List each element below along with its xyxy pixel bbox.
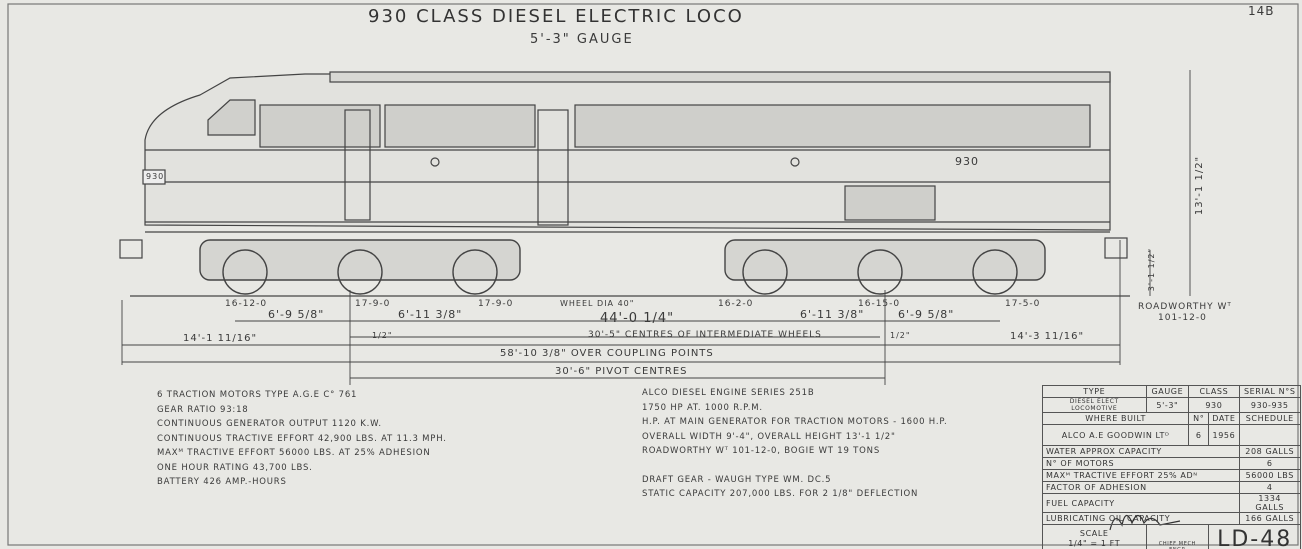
row-value: 4 bbox=[1238, 481, 1301, 494]
header-no: N° bbox=[1188, 412, 1210, 425]
sheet-number: 14B bbox=[1248, 4, 1275, 18]
no-value: 6 bbox=[1188, 424, 1210, 446]
pivot-centres: 30'-6" PIVOT CENTRES bbox=[555, 366, 688, 377]
scale-value: 1/4" = 1 FT bbox=[1068, 539, 1121, 548]
axle-load-5: 16-15-0 bbox=[858, 299, 901, 309]
axle-load-3: 17-9-0 bbox=[478, 299, 514, 309]
spec-line: OVERALL WIDTH 9'-4", OVERALL HEIGHT 13'-… bbox=[642, 431, 896, 442]
spec-line: CONTINUOUS TRACTIVE EFFORT 42,900 LBS. A… bbox=[157, 433, 447, 444]
roadworthy-label: ROADWORTHY Wᵀ bbox=[1138, 302, 1232, 312]
spec-line: DRAFT GEAR - WAUGH TYPE WM. DC.5 bbox=[642, 474, 832, 485]
date-value: 1956 bbox=[1208, 424, 1240, 446]
builder-value: ALCO A.E GOODWIN LTᴰ bbox=[1041, 424, 1190, 446]
engine-specs: ALCO DIESEL ENGINE SERIES 251B 1750 HP A… bbox=[642, 386, 947, 502]
drawing-number: LD-48 bbox=[1208, 524, 1301, 549]
left-overhang: 14'-1 11/16" bbox=[183, 333, 258, 344]
spec-line: 1750 HP AT. 1000 R.P.M. bbox=[642, 402, 763, 413]
header-gauge: GAUGE bbox=[1145, 385, 1190, 398]
over-couplings: 58'-10 3/8" OVER COUPLING POINTS bbox=[500, 348, 714, 359]
roadworthy-value: 101-12-0 bbox=[1158, 313, 1207, 323]
header-class: CLASS bbox=[1188, 385, 1240, 398]
serial-value: 930-935 bbox=[1238, 397, 1301, 413]
spec-line: ROADWORTHY Wᵀ 101-12-0, BOGIE WT 19 TONS bbox=[642, 446, 881, 456]
locomotive-body bbox=[142, 71, 1111, 233]
header-type: TYPE bbox=[1042, 385, 1147, 398]
drawing-subtitle: 5'-3" GAUGE bbox=[530, 32, 634, 47]
header-serial: SERIAL N°S bbox=[1238, 385, 1301, 398]
axle-load-6: 17-5-0 bbox=[1005, 299, 1041, 309]
wheelbase-1: 6'-9 5/8" bbox=[268, 308, 325, 321]
height-dimension: 13'-1 1/2" bbox=[1194, 155, 1206, 216]
dimension-lines bbox=[121, 70, 1191, 385]
buffer-height-dimension: 3'-1 1/2" bbox=[1147, 247, 1157, 292]
axle-load-1: 16-12-0 bbox=[225, 299, 268, 309]
gauge-value: 5'-3" bbox=[1145, 397, 1190, 413]
traction-specs: 6 TRACTION MOTORS TYPE A.G.E C° 761 GEAR… bbox=[157, 388, 447, 490]
spec-line: H.P. AT MAIN GENERATOR FOR TRACTION MOTO… bbox=[642, 417, 948, 427]
header-schedule: SCHEDULE bbox=[1238, 412, 1301, 425]
spec-line: MAXᴹ TRACTIVE EFFORT 56000 LBS. AT 25% A… bbox=[157, 448, 431, 458]
schedule-value bbox=[1238, 424, 1301, 446]
half-inch-left: 1/2" bbox=[372, 331, 393, 340]
rear-coupler bbox=[1104, 237, 1128, 259]
row-value: 166 GALLS bbox=[1238, 512, 1301, 525]
spec-line: ONE HOUR RATING 43,700 LBS. bbox=[157, 462, 313, 473]
signature-caption: CHIEF MECH ENGR bbox=[1145, 524, 1210, 549]
spec-line: BATTERY 426 AMP.-HOURS bbox=[157, 477, 287, 487]
drawing-title: 930 CLASS DIESEL ELECTRIC LOCO bbox=[368, 6, 744, 27]
row-value: 6 bbox=[1238, 457, 1301, 470]
sheet-border bbox=[7, 3, 1299, 546]
intermediate-centres: 30'-5" CENTRES OF INTERMEDIATE WHEELS bbox=[588, 330, 822, 340]
row-value: 56000 LBS bbox=[1238, 469, 1301, 482]
axle-load-4: 16-2-0 bbox=[718, 299, 754, 309]
spec-line: 6 TRACTION MOTORS TYPE A.G.E C° 761 bbox=[157, 390, 358, 400]
scale-label: SCALE bbox=[1079, 529, 1109, 538]
overall-wheelbase: 44'-0 1/4" bbox=[600, 311, 675, 326]
row-label: LUBRICATING OIL CAPACITY bbox=[1042, 512, 1240, 525]
half-inch-right: 1/2" bbox=[890, 331, 911, 340]
header-where-built: WHERE BUILT bbox=[1041, 412, 1190, 425]
row-label: WATER APPROX CAPACITY bbox=[1042, 445, 1240, 458]
class-value: 930 bbox=[1188, 397, 1240, 413]
title-block-table: TYPE GAUGE CLASS SERIAL N°S DIESEL ELECT… bbox=[1041, 385, 1301, 549]
axle-load-2: 17-9-0 bbox=[355, 299, 391, 309]
row-value: 1334 GALLS bbox=[1238, 493, 1301, 513]
row-label: FUEL CAPACITY bbox=[1042, 493, 1240, 513]
front-coupler bbox=[119, 239, 143, 259]
wheelbase-3: 6'-11 3/8" bbox=[800, 308, 865, 321]
row-label: MAXᴹ TRACTIVE EFFORT 25% ADᴺ bbox=[1042, 469, 1240, 482]
spec-line: STATIC CAPACITY 207,000 LBS. FOR 2 1/8" … bbox=[642, 489, 919, 499]
spec-line: CONTINUOUS GENERATOR OUTPUT 1120 K.W. bbox=[157, 419, 382, 429]
wheel-diameter: WHEEL DIA 40" bbox=[560, 299, 635, 308]
row-label: N° OF MOTORS bbox=[1042, 457, 1240, 470]
bogie-rear bbox=[724, 239, 1046, 295]
spec-line: GEAR RATIO 93:18 bbox=[157, 404, 249, 415]
side-number: 930 bbox=[955, 155, 979, 168]
cab-number: 930 bbox=[146, 172, 165, 181]
bogie-front bbox=[199, 239, 521, 295]
row-label: FACTOR OF ADHESION bbox=[1042, 481, 1240, 494]
wheelbase-4: 6'-9 5/8" bbox=[898, 308, 955, 321]
wheelbase-2: 6'-11 3/8" bbox=[398, 308, 463, 321]
type-value: DIESEL ELECT LOCOMOTIVE bbox=[1042, 397, 1147, 413]
spec-line: ALCO DIESEL ENGINE SERIES 251B bbox=[642, 388, 815, 398]
row-value: 208 GALLS bbox=[1238, 445, 1301, 458]
right-overhang: 14'-3 11/16" bbox=[1010, 331, 1085, 342]
header-date: DATE bbox=[1208, 412, 1240, 425]
